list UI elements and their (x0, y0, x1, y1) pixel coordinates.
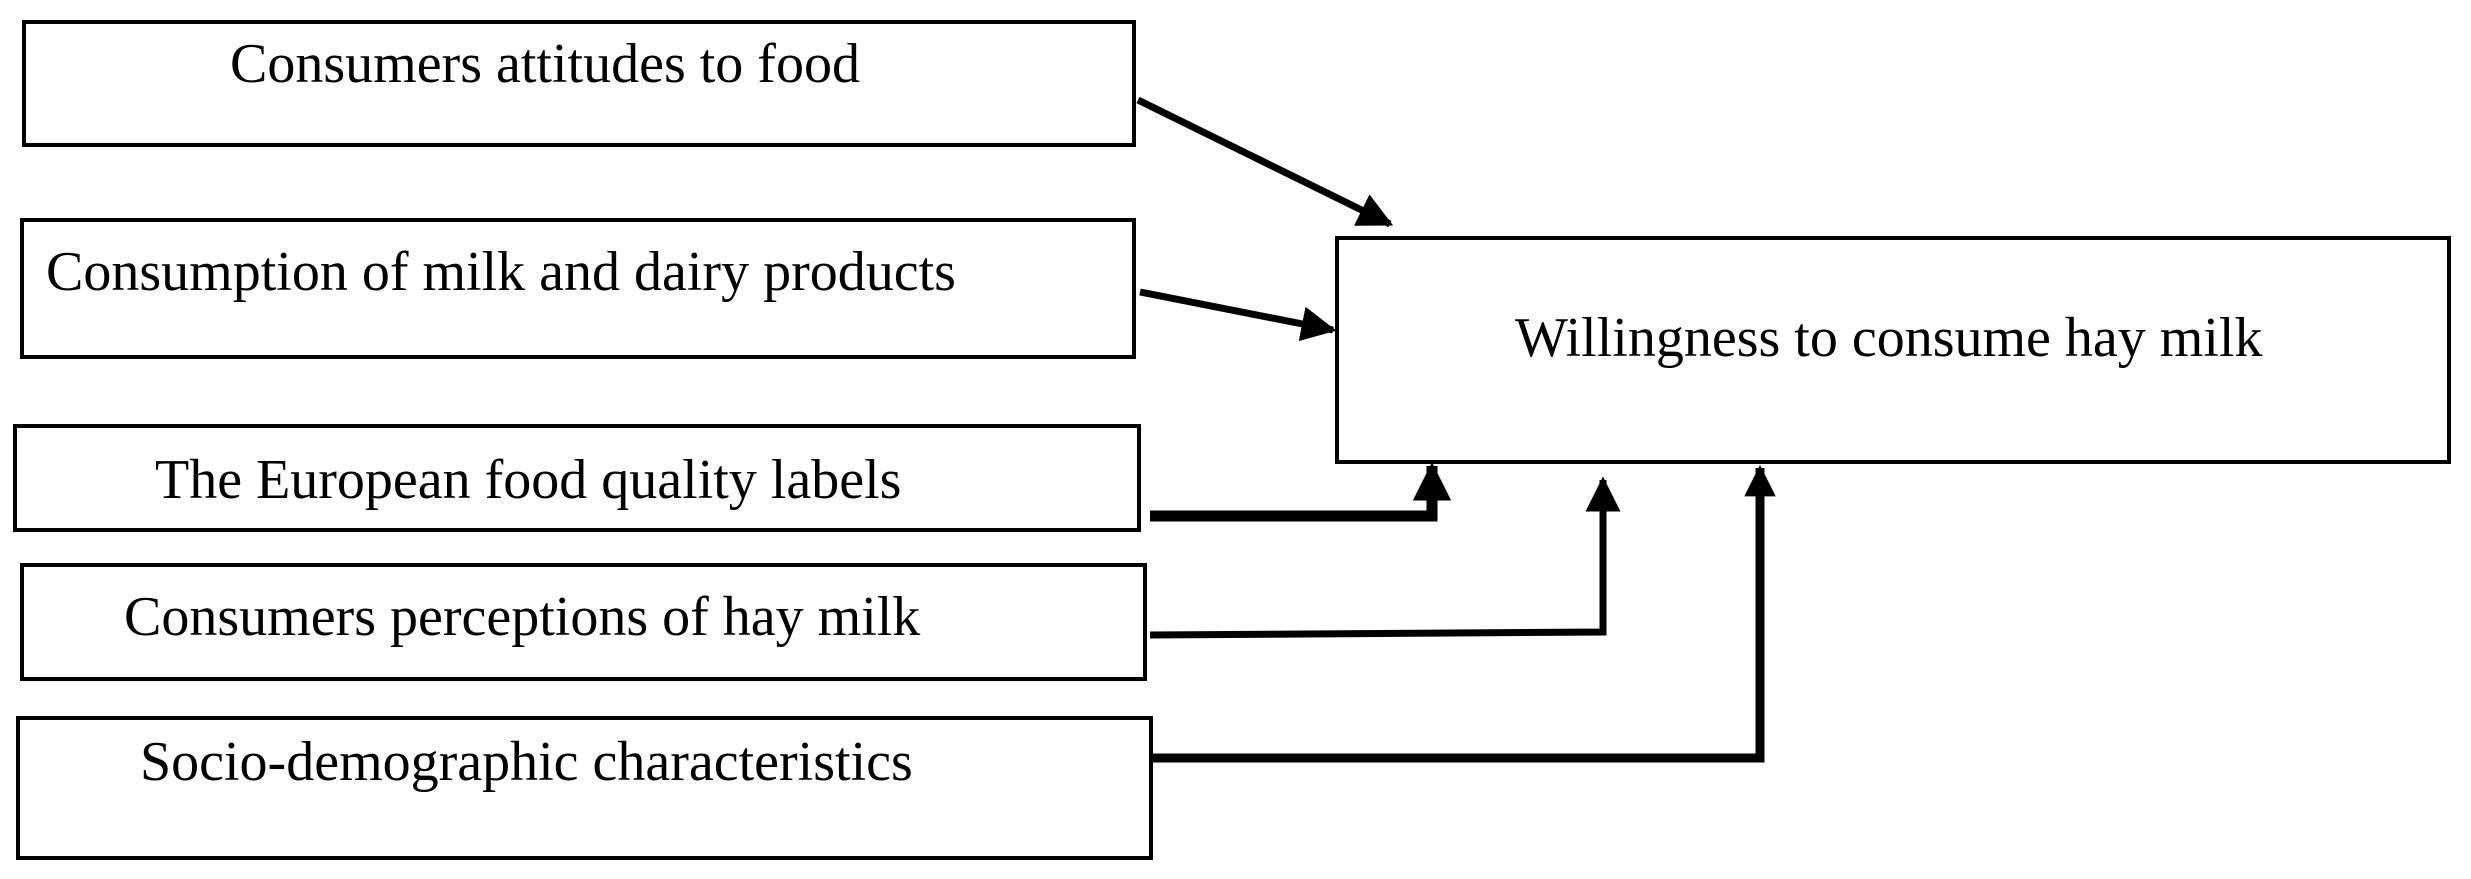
arrow-consumption-to-outcome (1139, 288, 1337, 342)
factor-box-perceptions: Consumers perceptions of hay milk (20, 563, 1147, 681)
factor-box-consumption: Consumption of milk and dairy products (20, 218, 1136, 359)
factor-label-labels: The European food quality labels (155, 449, 902, 511)
factor-label-sociodemographic: Socio-demographic characteristics (140, 731, 913, 793)
outcome-label: Willingness to consume hay milk (1515, 307, 2263, 369)
outcome-box: Willingness to consume hay milk (1335, 236, 2451, 464)
arrow-sociodemographic-to-outcome (1153, 464, 1776, 763)
factor-box-sociodemographic: Socio-demographic characteristics (16, 716, 1153, 860)
factor-box-attitudes: Consumers attitudes to food (22, 20, 1136, 147)
factor-label-consumption: Consumption of milk and dairy products (46, 241, 956, 303)
factor-label-attitudes: Consumers attitudes to food (230, 33, 860, 95)
factor-label-perceptions: Consumers perceptions of hay milk (124, 586, 921, 648)
arrow-labels-to-outcome (1150, 462, 1452, 522)
factor-box-labels: The European food quality labels (13, 424, 1141, 532)
arrow-perceptions-to-outcome (1149, 476, 1621, 639)
arrow-attitudes-to-outcome (1136, 96, 1394, 228)
